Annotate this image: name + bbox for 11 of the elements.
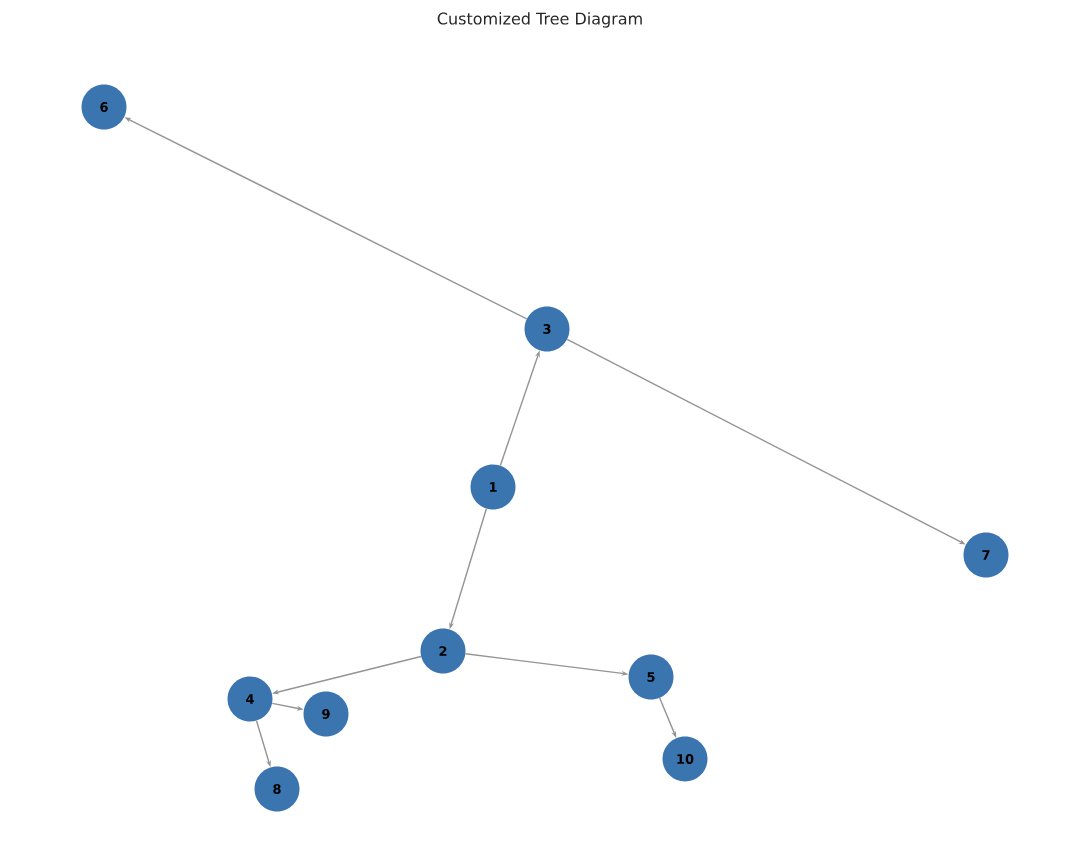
- tree-node: 10: [662, 736, 708, 782]
- tree-node: 3: [524, 306, 570, 352]
- tree-node: 4: [227, 676, 273, 722]
- tree-node: 2: [420, 628, 466, 674]
- tree-node: 9: [303, 691, 349, 737]
- tree-node: 6: [81, 84, 127, 130]
- tree-node: 7: [963, 532, 1009, 578]
- title: Customized Tree Diagram: [437, 12, 642, 28]
- tree-node: 5: [628, 654, 674, 700]
- tree-node: 1: [470, 464, 516, 510]
- tree-node: 8: [254, 766, 300, 812]
